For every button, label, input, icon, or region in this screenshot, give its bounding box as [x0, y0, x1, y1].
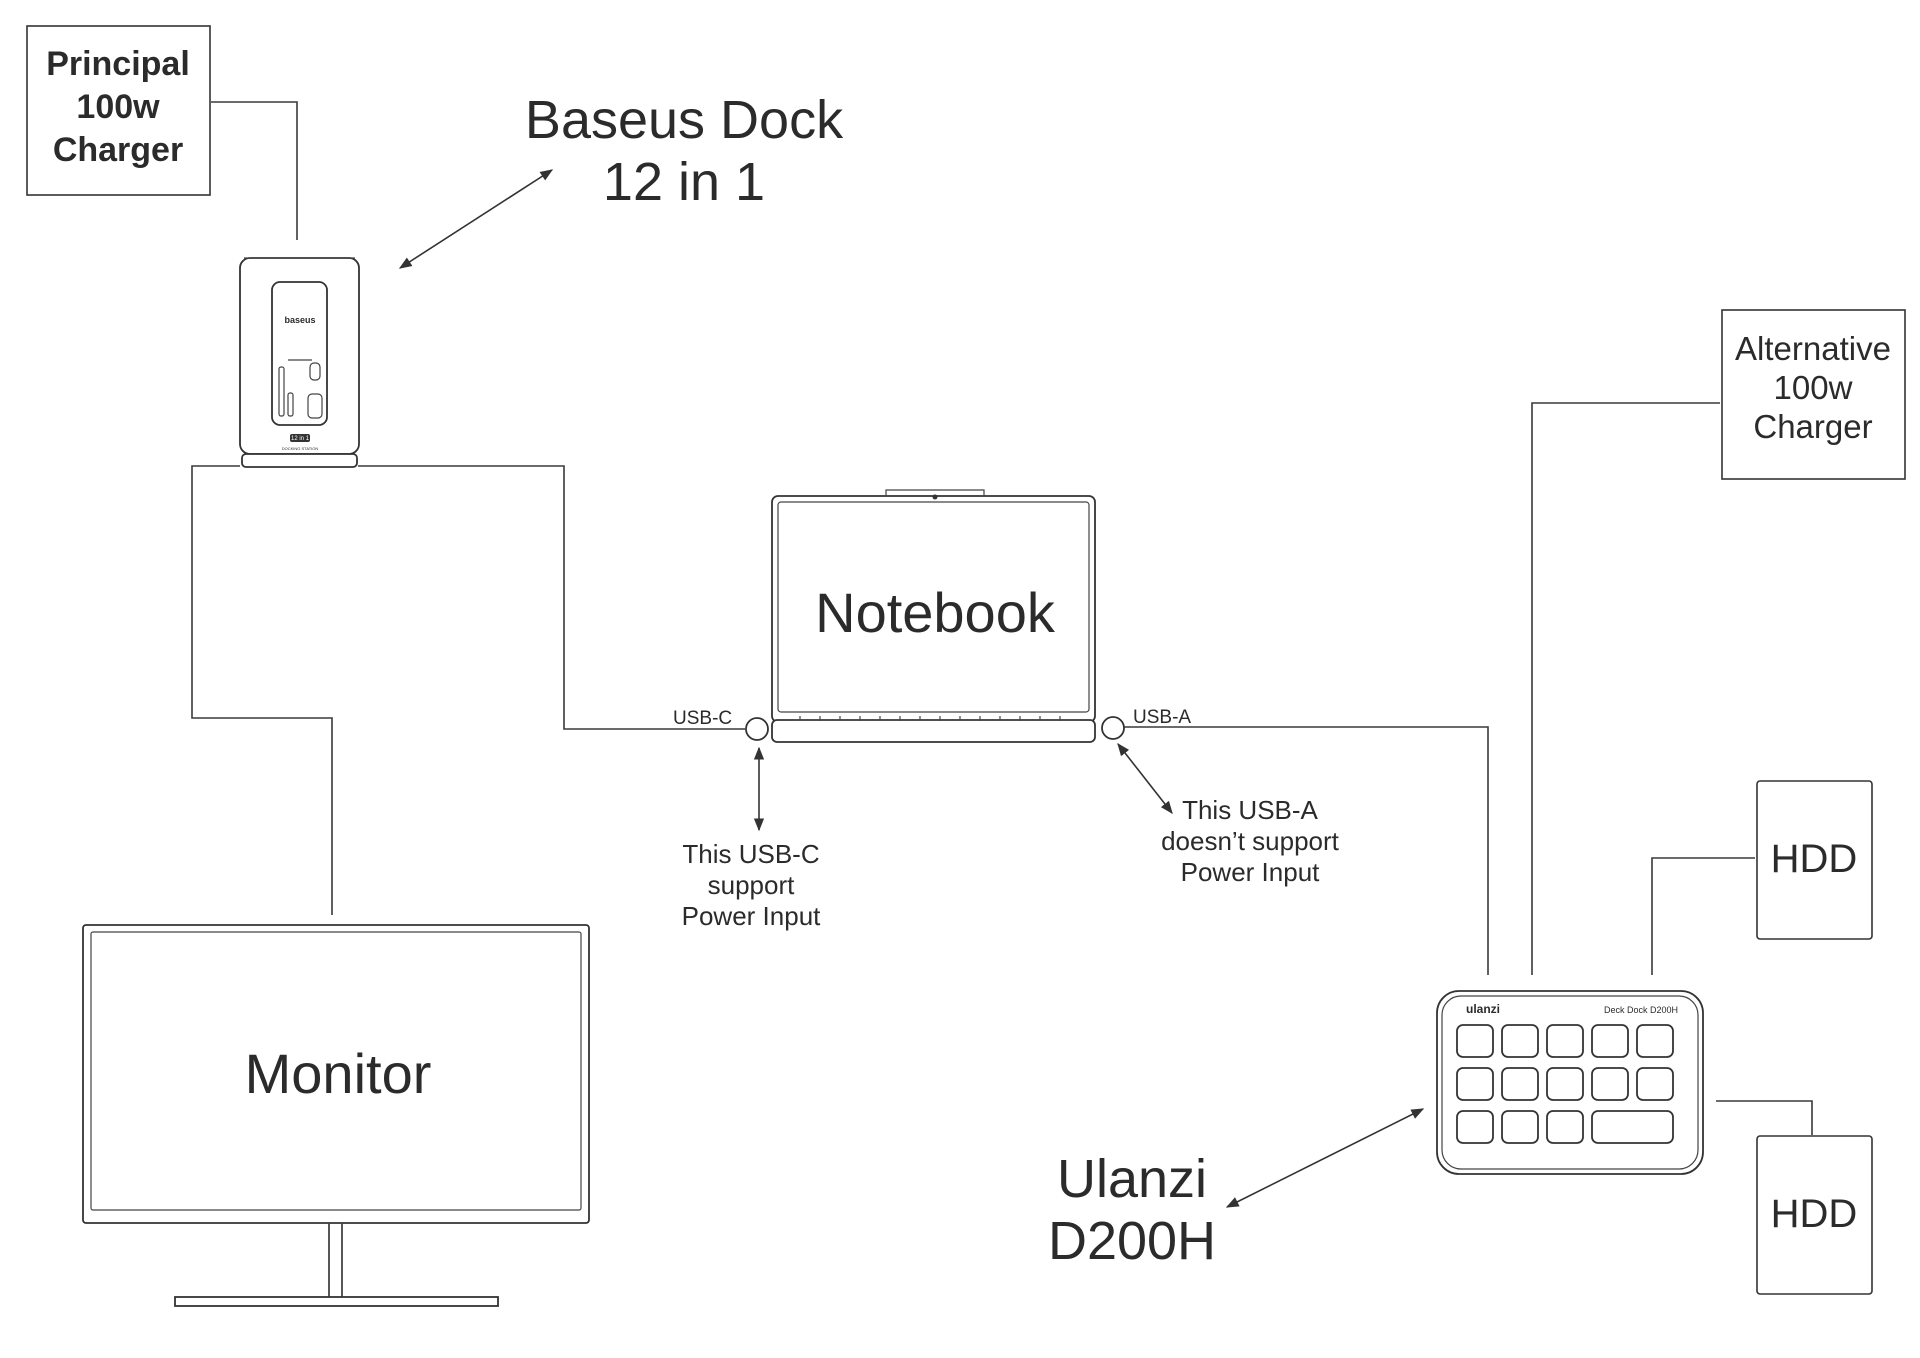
principal-charger-label-line-3: Charger — [53, 131, 183, 169]
hdd-bottom-label: HDD — [1771, 1192, 1858, 1236]
baseus-dock-title-line-1: Baseus Dock — [525, 90, 844, 150]
ulanzi-key-7[interactable] — [1501, 1067, 1539, 1101]
usb-a-note-line-1: This USB-A — [1182, 795, 1318, 825]
usb-c-note-line-2: support — [708, 870, 795, 900]
notebook-base — [771, 719, 1096, 743]
dock-brand-text: baseus — [284, 315, 315, 325]
dock-base — [241, 453, 358, 468]
ulanzi-key-13[interactable] — [1546, 1110, 1584, 1144]
hdd-top-box — [1756, 780, 1873, 940]
wires — [191, 101, 1813, 1135]
wire-ulanzi-to-hdd-top — [1651, 857, 1755, 975]
ulanzi-key-6[interactable] — [1456, 1067, 1494, 1101]
principal-charger-label-line-1: Principal — [46, 45, 190, 83]
monitor-bezel — [82, 924, 590, 1224]
alternative-charger-label-line-2: 100w — [1774, 369, 1853, 406]
alternative-charger: Alternative 100w Charger — [1721, 309, 1906, 480]
dock-sd-slot — [278, 366, 285, 417]
notebook-label: Notebook — [815, 581, 1056, 644]
ulanzi-key-10[interactable] — [1636, 1067, 1674, 1101]
notebook-usbc-port[interactable] — [745, 717, 769, 741]
ulanzi-inner-panel — [1441, 995, 1699, 1170]
dock-badge-bg — [290, 434, 310, 442]
usb-a-note-line-3: Power Input — [1181, 857, 1321, 887]
hdd-bottom: HDD — [1756, 1135, 1873, 1295]
hdd-top-label: HDD — [1771, 837, 1858, 881]
ulanzi-title: Ulanzi D200H — [1048, 1149, 1216, 1271]
dock-caption-text: DOCKING STATION — [282, 446, 319, 451]
ulanzi-title-line-2: D200H — [1048, 1211, 1216, 1271]
ulanzi-wide-key[interactable] — [1591, 1110, 1674, 1144]
notebook-device: Notebook USB-C USB-A — [673, 489, 1191, 743]
principal-charger-label-line-2: 100w — [76, 88, 160, 126]
notebook-usba-port[interactable] — [1101, 716, 1125, 740]
ulanzi-key-1[interactable] — [1456, 1024, 1494, 1058]
usb-c-port-label: USB-C — [673, 708, 732, 729]
usb-a-note-arrow — [1117, 742, 1173, 815]
alternative-charger-label-line-3: Charger — [1753, 408, 1872, 445]
ulanzi-key-2[interactable] — [1501, 1024, 1539, 1058]
wire-notebook-usba-to-ulanzi — [1124, 726, 1489, 975]
usb-a-note: This USB-A doesn’t support Power Input — [1161, 795, 1340, 887]
hdd-top: HDD — [1756, 780, 1873, 940]
hdd-bottom-box — [1756, 1135, 1873, 1295]
baseus-dock-title: Baseus Dock 12 in 1 — [525, 90, 844, 212]
ulanzi-key-9[interactable] — [1591, 1067, 1629, 1101]
ulanzi-key-11[interactable] — [1456, 1110, 1494, 1144]
monitor-label: Monitor — [245, 1042, 432, 1105]
dock-badge-text: 12 in 1 — [291, 436, 310, 442]
usb-c-note-line-1: This USB-C — [682, 839, 819, 869]
usb-c-note: This USB-C support Power Input — [682, 839, 822, 931]
ulanzi-model-text: Deck Dock D200H — [1604, 1005, 1678, 1015]
ulanzi-title-line-1: Ulanzi — [1057, 1149, 1207, 1209]
baseus-dock-pointer-arrow — [398, 169, 554, 269]
ulanzi-key-12[interactable] — [1501, 1110, 1539, 1144]
wire-ulanzi-to-hdd-bottom — [1716, 1100, 1813, 1135]
ulanzi-device: ulanzi Deck Dock D200H — [1436, 990, 1704, 1175]
ulanzi-key-grid — [1456, 1024, 1674, 1144]
ulanzi-brand-text: ulanzi — [1466, 1002, 1500, 1016]
usb-c-note-line-3: Power Input — [682, 901, 822, 931]
baseus-dock-device: baseus 12 in 1 DOCKING STATION — [239, 257, 360, 468]
usb-a-note-line-2: doesn’t support — [1161, 826, 1340, 856]
wire-principal-charger-to-dock — [211, 101, 298, 240]
wire-alternative-charger-to-ulanzi — [1531, 402, 1720, 975]
notebook-screen — [777, 501, 1090, 713]
notebook-camera-icon — [932, 494, 938, 500]
monitor-stand-base — [174, 1296, 499, 1307]
baseus-dock-title-line-2: 12 in 1 — [603, 152, 765, 212]
alternative-charger-box — [1721, 309, 1906, 480]
ulanzi-key-4[interactable] — [1591, 1024, 1629, 1058]
dock-usbc-port-1 — [309, 362, 321, 381]
monitor-screen — [90, 931, 582, 1211]
ulanzi-key-3[interactable] — [1546, 1024, 1584, 1058]
monitor-device: Monitor — [82, 924, 590, 1307]
notebook-camera-notch — [885, 489, 985, 496]
principal-charger: Principal 100w Charger — [26, 25, 211, 196]
ulanzi-key-8[interactable] — [1546, 1067, 1584, 1101]
usb-a-port-label: USB-A — [1133, 707, 1191, 728]
wire-dock-to-monitor — [191, 465, 333, 915]
dock-usbc-port-2 — [307, 393, 323, 419]
ulanzi-pointer-arrow — [1225, 1108, 1425, 1208]
alternative-charger-label-line-1: Alternative — [1735, 330, 1891, 367]
principal-charger-box — [26, 25, 211, 196]
dock-front-panel — [271, 281, 328, 426]
wire-dock-to-notebook-usbc — [358, 465, 745, 730]
notebook-keyboard-edge — [799, 716, 1061, 721]
ulanzi-key-5[interactable] — [1636, 1024, 1674, 1058]
dock-microsd-slot — [287, 392, 294, 417]
